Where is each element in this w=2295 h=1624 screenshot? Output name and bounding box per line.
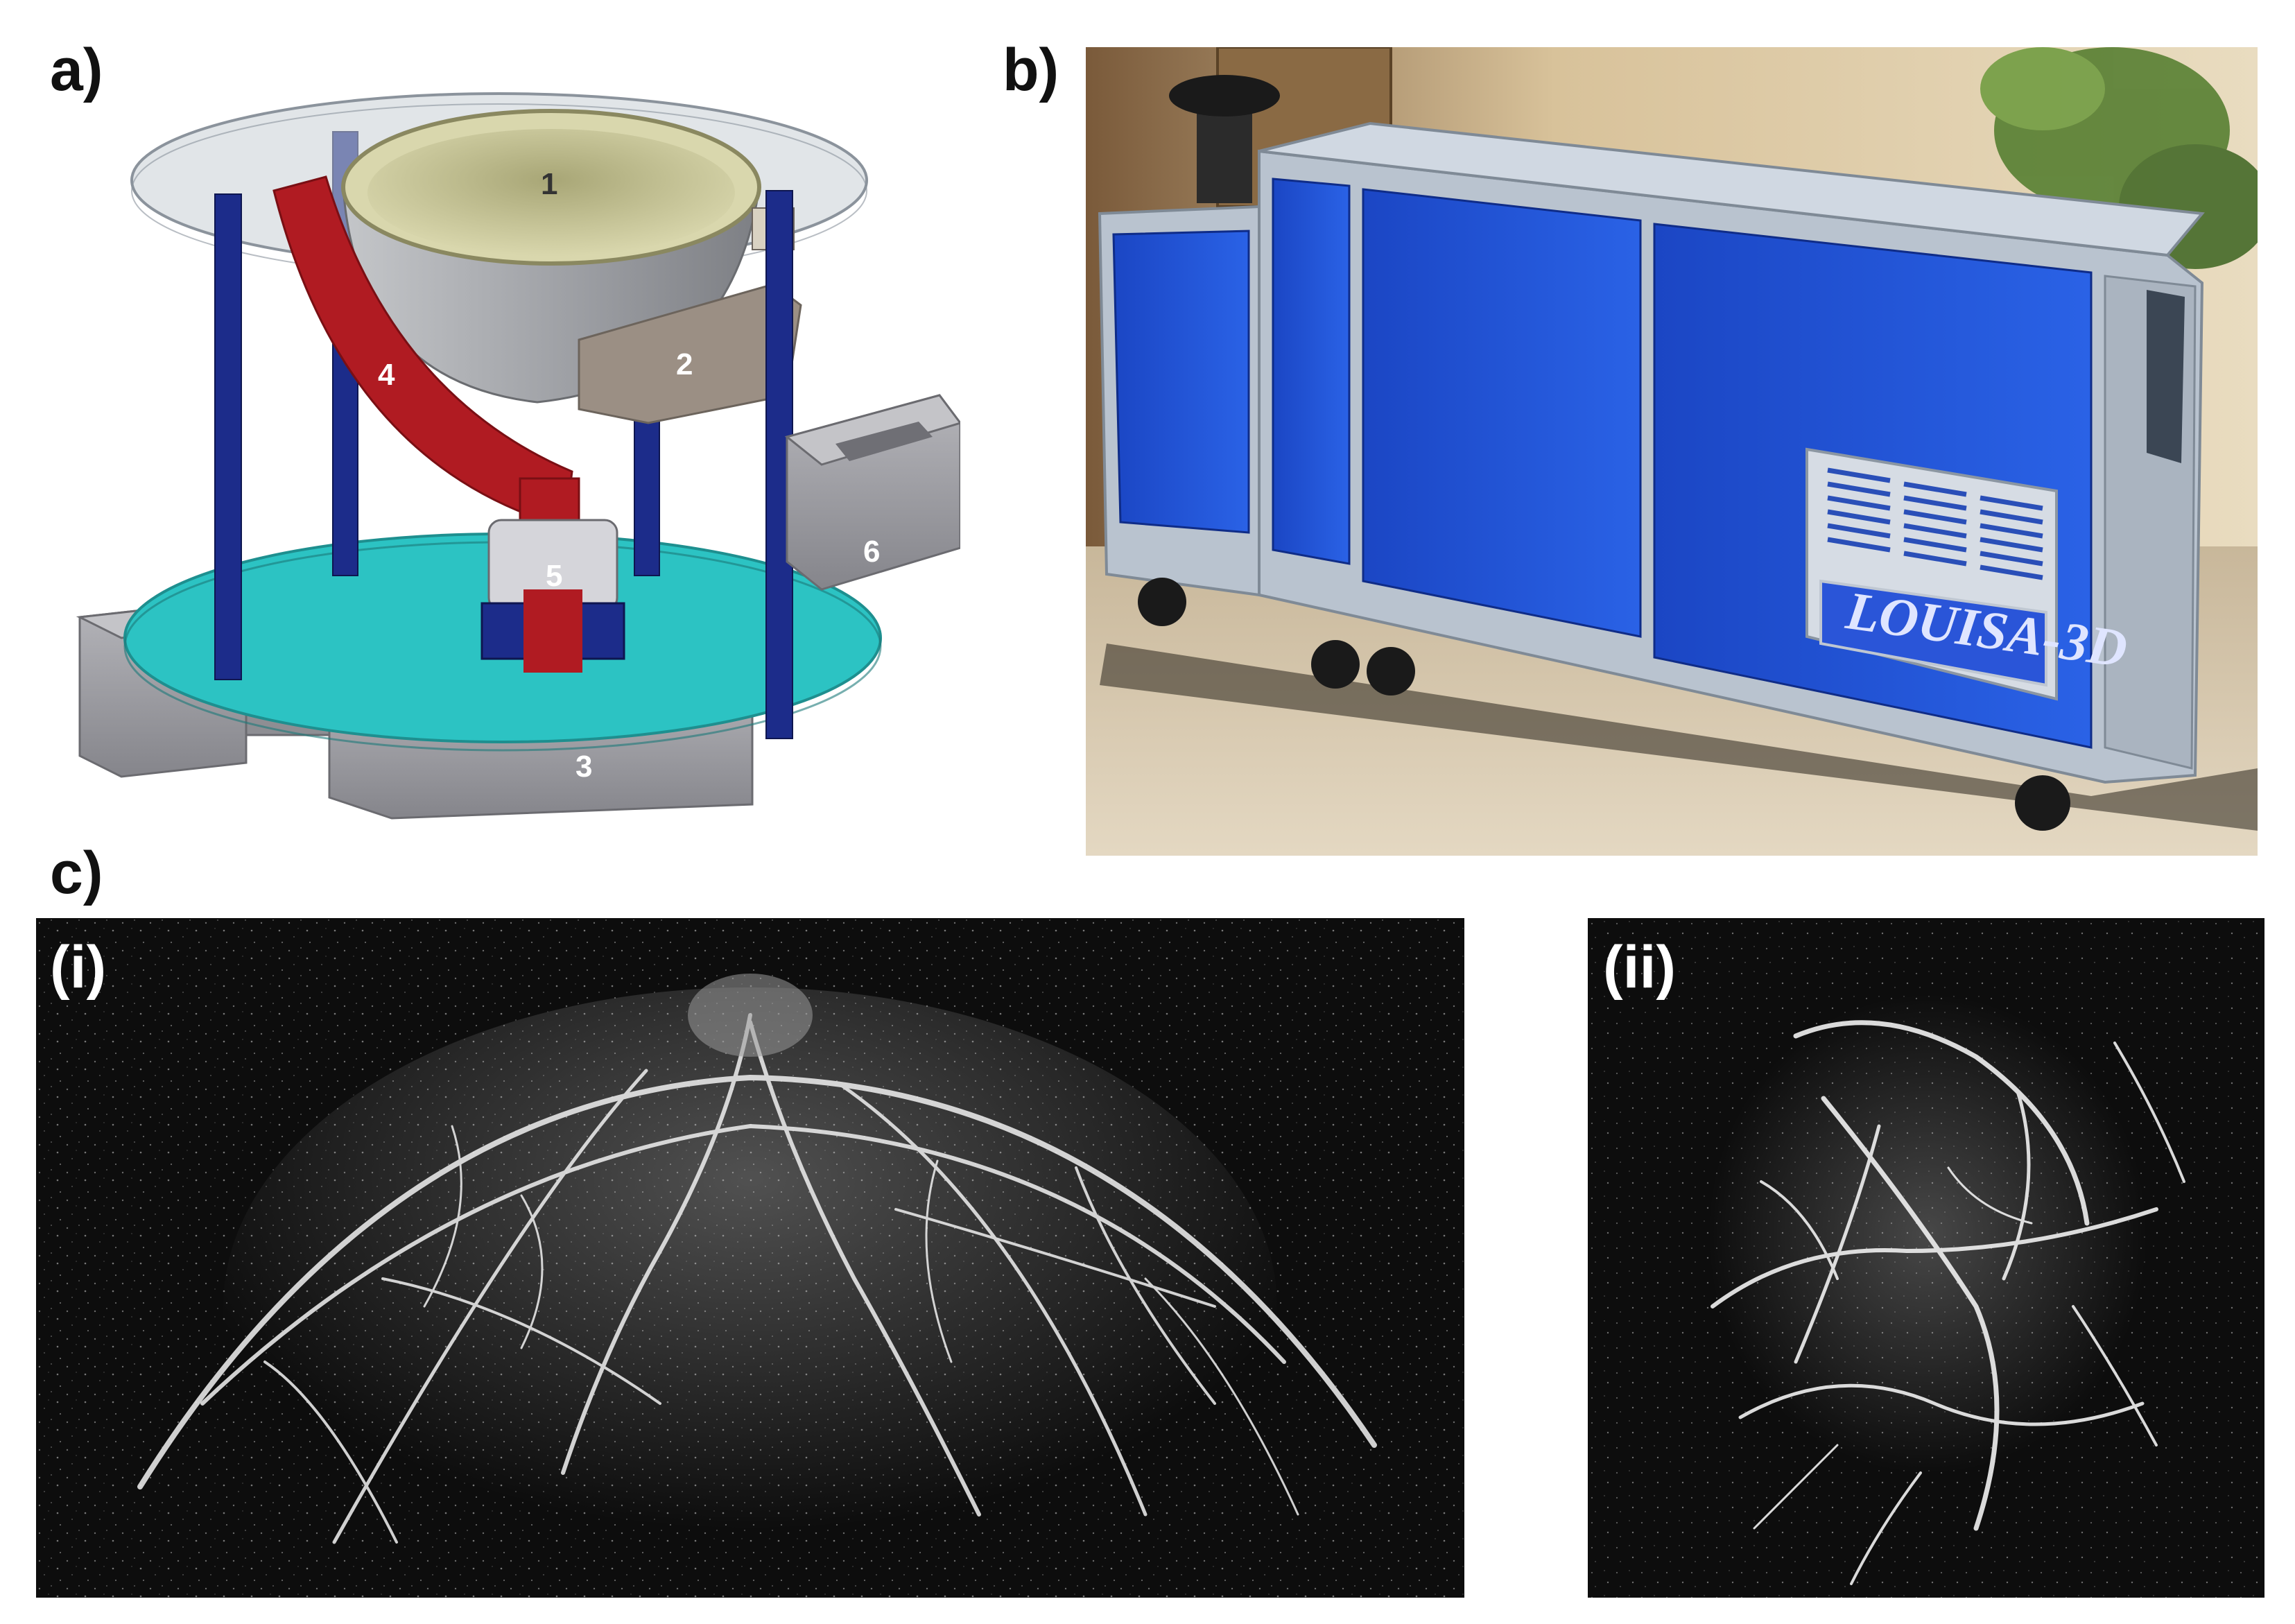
part-number-5: 5 (546, 559, 562, 593)
vasculature-side-svg (36, 918, 1464, 1598)
image-side-view (36, 918, 1464, 1598)
rotary-stage-5: 5 (480, 519, 625, 673)
plant (1980, 47, 2258, 269)
vasculature-top-svg (1588, 918, 2264, 1598)
headrest (1169, 75, 1280, 203)
vessels-side (137, 1013, 1377, 1544)
device-photo: LOUISA-3D (1086, 47, 2258, 856)
sub-label-ii: (ii) (1603, 934, 1677, 1001)
part-number-4: 4 (378, 358, 395, 392)
post-front-left (214, 193, 242, 680)
casters (1138, 578, 2070, 831)
vessels-top (1711, 1020, 2185, 1585)
part-number-3: 3 (575, 750, 592, 784)
louisa-cabinet: LOUISA-3D (1098, 75, 2205, 831)
image-top-view (1588, 918, 2264, 1598)
cad-schematic: 3 1 2 4 5 (76, 92, 960, 820)
panel-b-label: b) (1003, 37, 1059, 103)
panel-a-label: a) (50, 37, 103, 103)
part-number-2: 2 (676, 347, 693, 381)
electronics-box-6: 6 (784, 394, 960, 591)
part-number-6: 6 (863, 535, 880, 569)
sub-label-i: (i) (50, 934, 107, 1001)
part-number-1: 1 (541, 167, 557, 201)
panel-c-label: c) (50, 840, 103, 906)
